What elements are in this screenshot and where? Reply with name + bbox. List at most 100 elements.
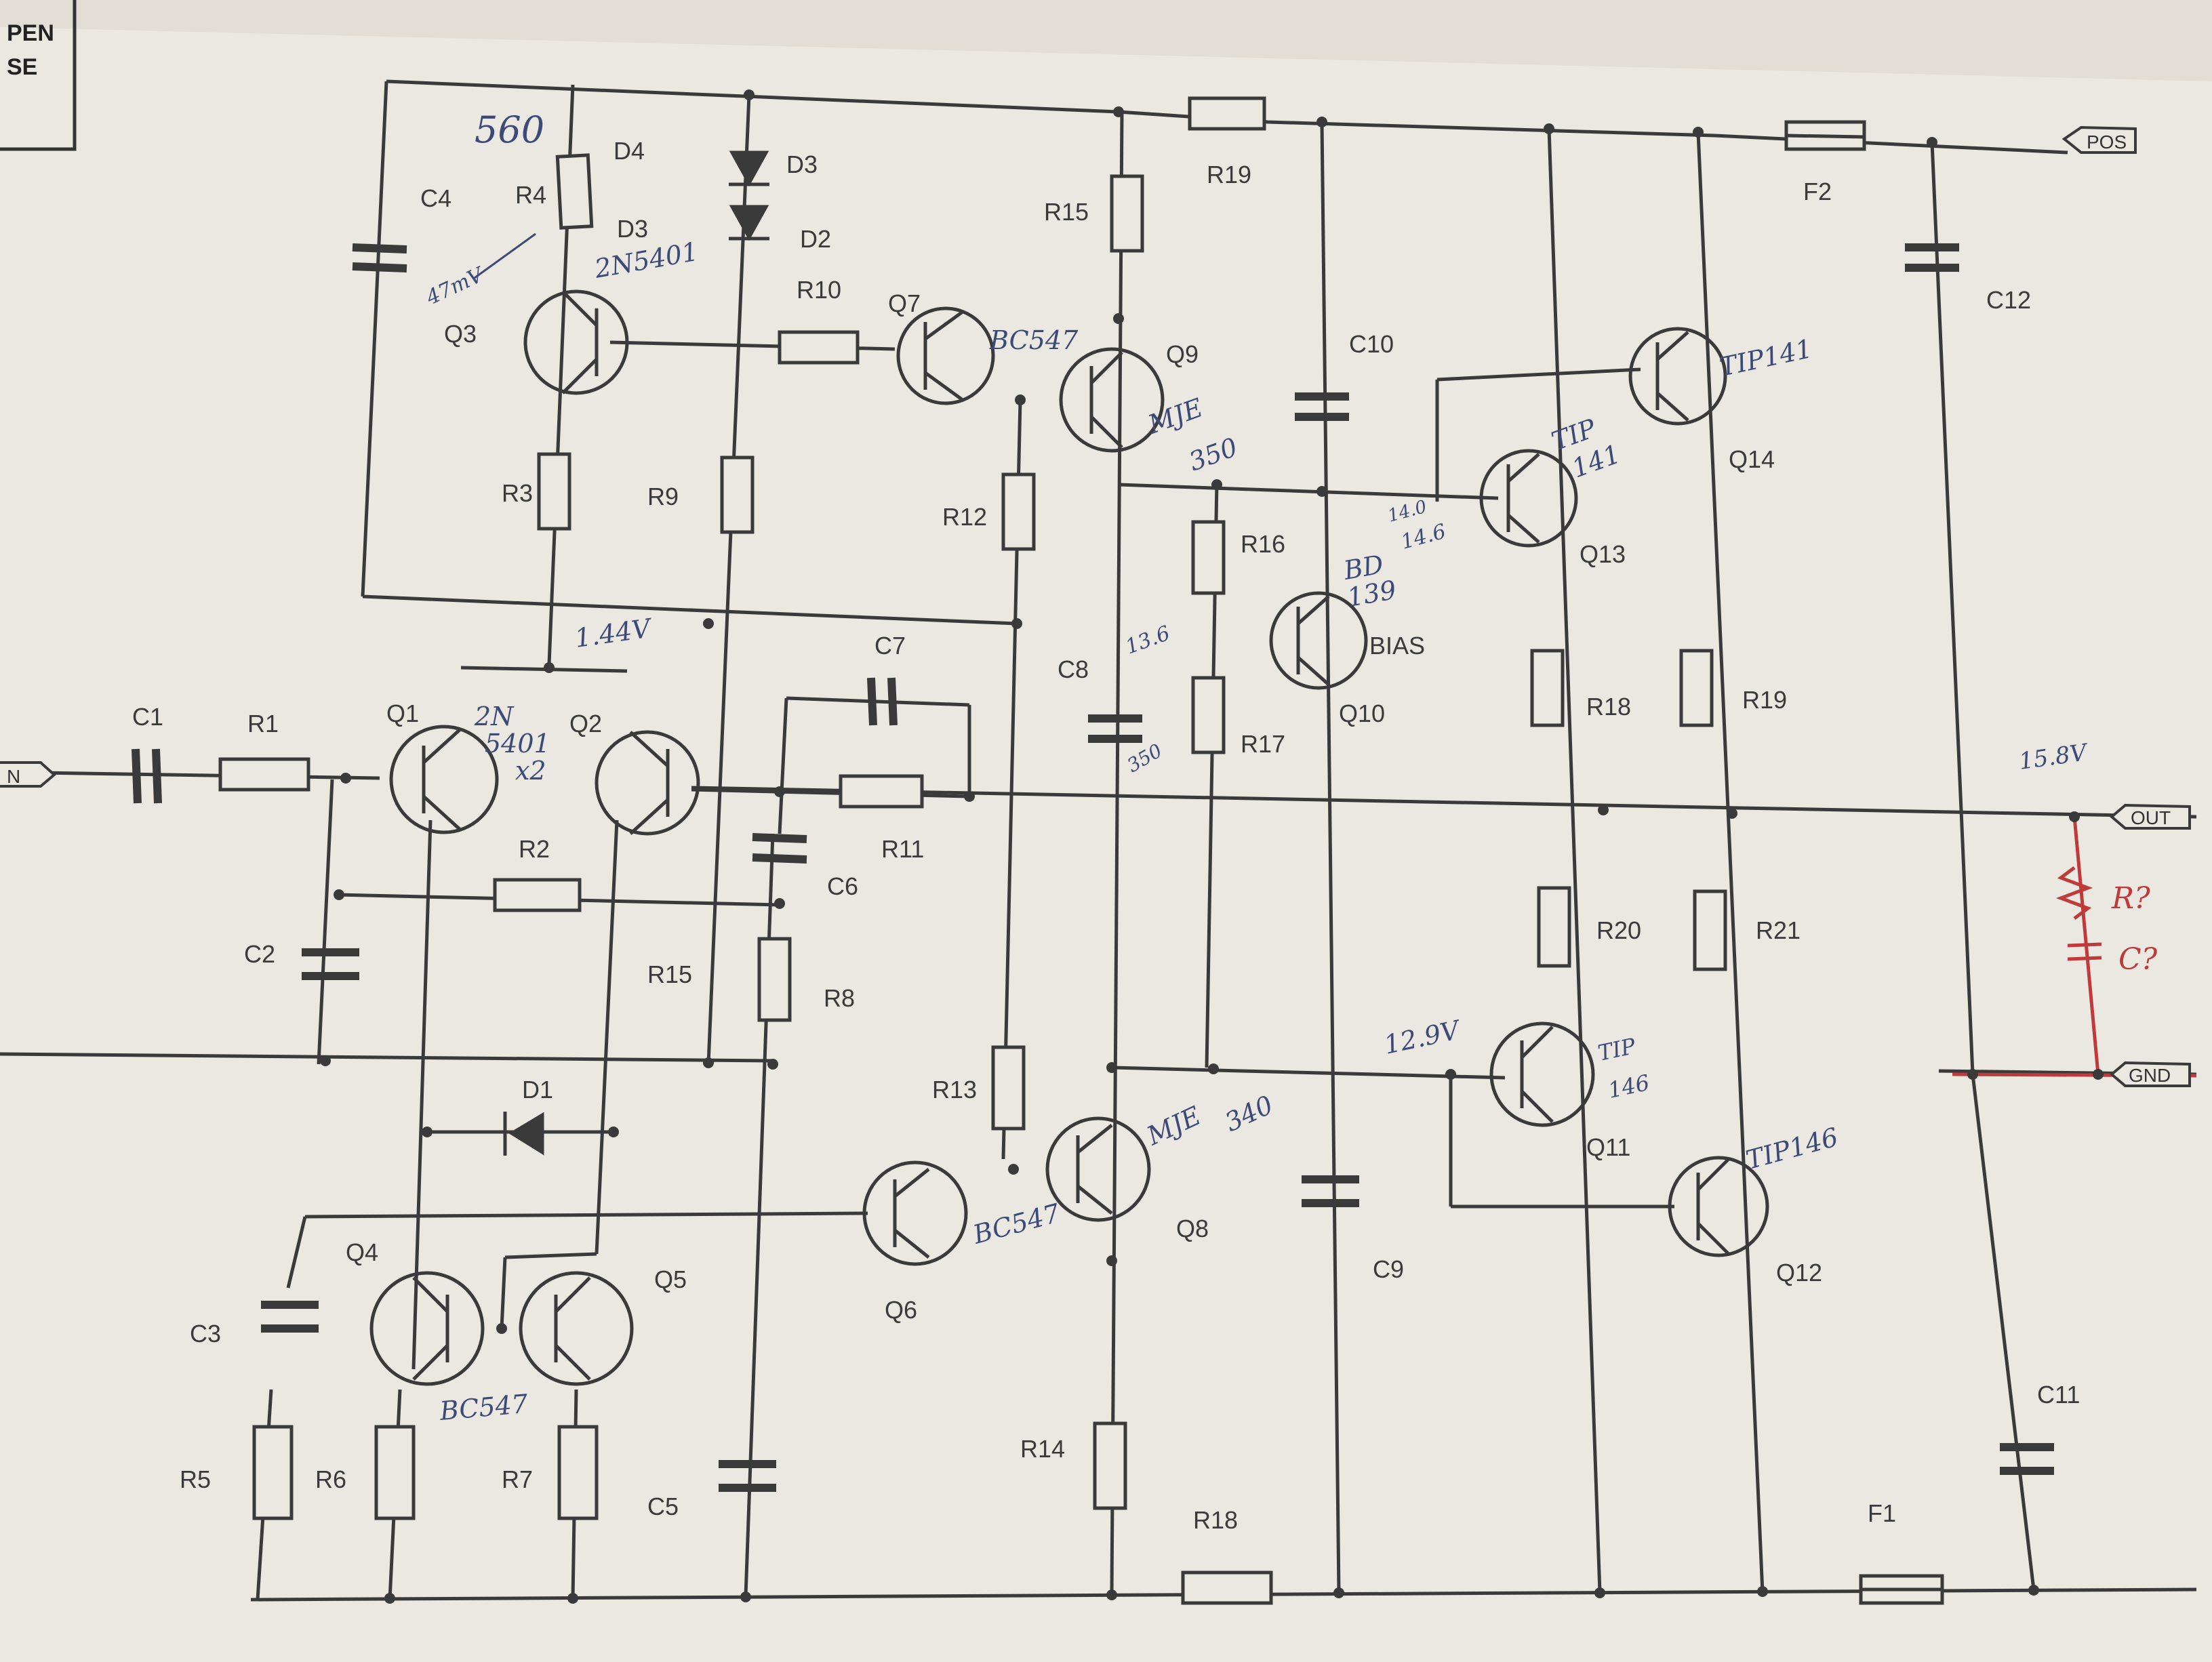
wire-vas-rail xyxy=(1110,111,1124,1594)
label-c6: C6 xyxy=(827,872,858,900)
port-pos xyxy=(2062,125,2137,154)
label-c9: C9 xyxy=(1373,1255,1404,1283)
label-r12: R12 xyxy=(942,503,987,531)
transistor-q7 xyxy=(896,306,995,405)
resistor-r8 xyxy=(757,937,792,1022)
label-f1: F1 xyxy=(1868,1499,1896,1527)
label-r18-bottom: R18 xyxy=(1193,1506,1238,1534)
wire-gnd-left xyxy=(0,1052,773,1063)
label-q4: Q4 xyxy=(346,1238,378,1266)
header-line-2: SE xyxy=(7,54,37,80)
label-r17: R17 xyxy=(1241,730,1285,758)
resistor-r18-bottom xyxy=(1181,1570,1273,1605)
label-c1: C1 xyxy=(132,703,163,731)
label-r7: R7 xyxy=(502,1465,533,1493)
capacitor-c12 xyxy=(1905,243,1959,272)
transistor-q10 xyxy=(1269,591,1368,690)
resistor-r6 xyxy=(374,1425,416,1520)
transistor-q14 xyxy=(1628,327,1727,426)
label-q12: Q12 xyxy=(1776,1259,1822,1286)
port-pos-label: POS xyxy=(2087,131,2127,153)
capacitor-c7 xyxy=(867,677,898,726)
resistor-r14 xyxy=(1093,1421,1127,1510)
label-r13: R13 xyxy=(932,1076,977,1103)
label-q5: Q5 xyxy=(654,1265,687,1293)
wire-q5-base-v xyxy=(500,1257,507,1329)
transistor-q6 xyxy=(862,1160,968,1266)
label-c11: C11 xyxy=(2037,1381,2080,1408)
resistor-r11 xyxy=(839,774,924,809)
wire-c7-left xyxy=(778,697,788,834)
label-q9: Q9 xyxy=(1166,340,1199,368)
wire-q5-base xyxy=(504,1252,597,1259)
wire-c12 xyxy=(1930,142,1975,1075)
resistor-r12 xyxy=(1001,472,1036,551)
capacitor-c2 xyxy=(302,948,359,980)
note-snubber-r: R? xyxy=(2111,881,2150,916)
note-q1q2-part-3: x2 xyxy=(515,756,546,786)
label-bias: BIAS xyxy=(1369,632,1425,660)
label-c10: C10 xyxy=(1349,330,1394,358)
label-q13: Q13 xyxy=(1580,540,1626,568)
label-d3-left: D3 xyxy=(617,215,648,243)
resistor-r10 xyxy=(778,330,860,365)
header-line-1: PEN xyxy=(7,20,54,46)
label-r18: R18 xyxy=(1586,693,1631,721)
wire-bias-bottom xyxy=(1111,1066,1506,1080)
label-r2: R2 xyxy=(519,835,550,863)
transistor-q1 xyxy=(389,725,499,834)
label-r1: R1 xyxy=(247,710,279,737)
label-q1: Q1 xyxy=(386,700,419,727)
resistor-r21 xyxy=(1693,889,1727,971)
resistors xyxy=(218,96,1727,1605)
transistor-q12 xyxy=(1668,1156,1769,1257)
wire-c7 xyxy=(786,696,970,707)
label-f2: F2 xyxy=(1803,178,1832,205)
label-q3: Q3 xyxy=(444,320,477,348)
wire-c11 xyxy=(1971,1074,2036,1590)
wire-c4-return xyxy=(362,594,1018,626)
transistor-q2 xyxy=(595,730,700,836)
note-snubber-c: C? xyxy=(2118,942,2158,977)
label-q10: Q10 xyxy=(1339,700,1385,727)
resistor-r9 xyxy=(720,455,755,534)
note-q7-part: BC547 xyxy=(989,325,1079,355)
paper-shadow xyxy=(0,0,2212,81)
label-c3: C3 xyxy=(190,1320,221,1347)
label-r9: R9 xyxy=(647,483,679,510)
label-q11: Q11 xyxy=(1586,1133,1630,1161)
note-r4-value: 560 xyxy=(475,108,544,151)
label-q8: Q8 xyxy=(1176,1215,1209,1242)
capacitor-c3 xyxy=(261,1301,319,1333)
transistor-q4 xyxy=(369,1271,485,1386)
label-r20: R20 xyxy=(1596,916,1641,944)
resistor-r19-top xyxy=(1188,96,1266,131)
label-r16: R16 xyxy=(1241,530,1285,558)
label-q7: Q7 xyxy=(888,289,921,317)
capacitors xyxy=(132,243,2054,1492)
header-box: PEN SE xyxy=(0,0,77,151)
label-r19-top: R19 xyxy=(1207,161,1251,188)
transistor-q3 xyxy=(523,289,629,395)
resistor-r20 xyxy=(1537,886,1571,968)
label-r14: R14 xyxy=(1020,1435,1065,1463)
wire-q14-rail xyxy=(1696,131,1765,1594)
resistor-r13 xyxy=(991,1045,1026,1131)
label-r8: R8 xyxy=(824,984,855,1012)
note-q10-part-1: BD xyxy=(1341,549,1386,586)
diodes xyxy=(503,150,769,1156)
label-r6: R6 xyxy=(315,1465,346,1493)
port-in-label: N xyxy=(7,766,20,787)
capacitor-c10 xyxy=(1295,392,1349,421)
junctions xyxy=(320,89,2104,1604)
transistors xyxy=(369,289,1769,1386)
label-c8: C8 xyxy=(1058,655,1089,683)
wire-input xyxy=(40,771,380,780)
transistor-q13 xyxy=(1479,449,1578,548)
resistor-r3 xyxy=(537,452,571,531)
resistor-r5 xyxy=(252,1425,294,1520)
wire-q1-collector xyxy=(411,819,433,1370)
wire-q1-base xyxy=(317,779,334,1065)
wire-c3-top xyxy=(286,1216,307,1289)
